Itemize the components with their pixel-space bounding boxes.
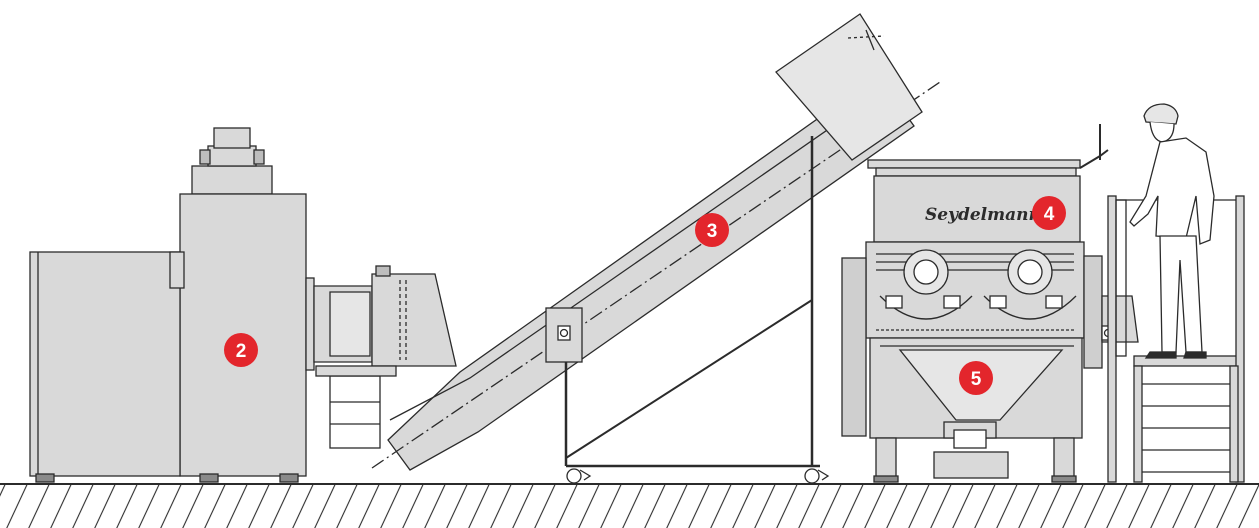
grinder-machine — [29, 127, 457, 483]
operator-platform — [1107, 195, 1245, 483]
marker-mixer: 4 — [1032, 196, 1066, 230]
floor — [0, 483, 1259, 528]
marker-hopper-label: 5 — [971, 369, 982, 390]
inclined-conveyor — [371, 13, 941, 484]
marker-conveyor: 3 — [695, 213, 729, 247]
marker-mixer-label: 4 — [1044, 204, 1055, 225]
mixer-machine — [841, 124, 1139, 483]
marker-grinder-label: 2 — [236, 341, 247, 362]
marker-hopper: 5 — [959, 361, 993, 395]
marker-grinder: 2 — [224, 333, 258, 367]
operator-figure — [1129, 103, 1215, 359]
brand-label: Seydelmann — [925, 205, 1041, 225]
marker-conveyor-label: 3 — [707, 221, 718, 242]
